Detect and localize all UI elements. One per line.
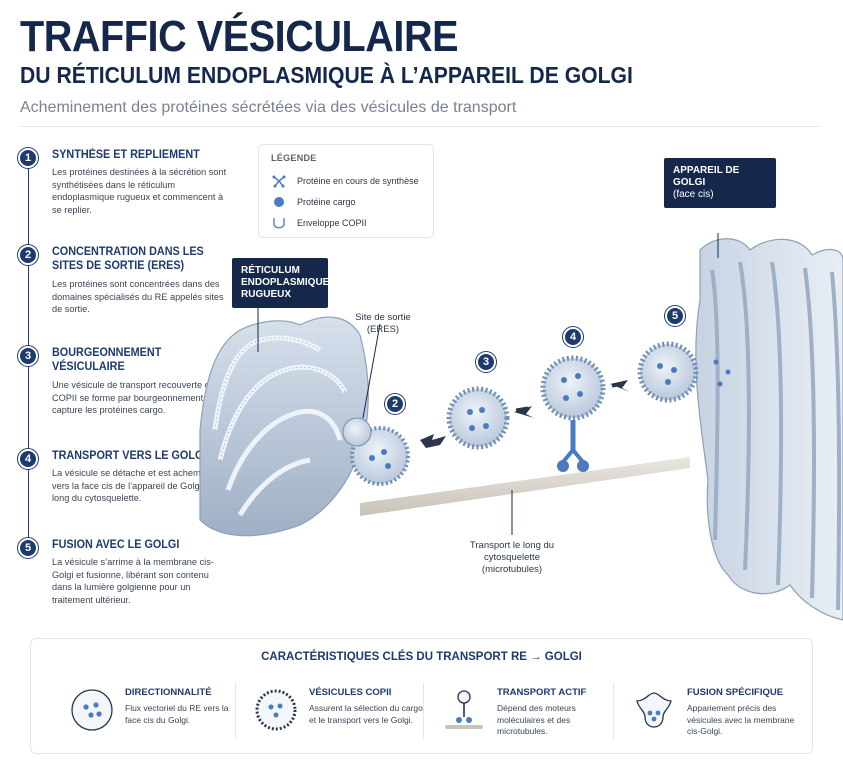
golgi-label: APPAREIL DE GOLGI (face cis) bbox=[664, 158, 776, 208]
step-number: 1 bbox=[18, 148, 38, 168]
legend-item-cargo: Protéine cargo bbox=[271, 194, 356, 210]
feature-desc: Assurent la sélection du cargo et le tra… bbox=[309, 703, 423, 725]
er-label: RÉTICULUM ENDOPLASMIQUE RUGUEUX bbox=[232, 258, 329, 308]
feature-divider bbox=[613, 683, 614, 739]
cargo-protein-icon bbox=[274, 197, 284, 207]
tagline: Acheminement des protéines sécrétées via… bbox=[20, 99, 517, 116]
feature-desc: Appariement précis des vésicules avec la… bbox=[687, 703, 795, 736]
eres-annotation: Site de sortie (ERES) bbox=[355, 312, 411, 335]
step-description: Les protéines sont concentrées dans des … bbox=[52, 279, 224, 314]
motor-protein-icon bbox=[445, 690, 483, 729]
step-title: FUSION AVEC LE GOLGI bbox=[52, 539, 180, 551]
legend: LÉGENDE Protéine en cours de synthèse Pr… bbox=[258, 144, 434, 238]
flow-arrows bbox=[420, 380, 630, 448]
vesicle-transport bbox=[540, 355, 606, 472]
step-description: Les protéines destinées à la sécrétion s… bbox=[52, 167, 227, 215]
key-features-panel: CARACTÉRISTIQUES CLÉS DU TRANSPORT RE → … bbox=[30, 638, 813, 754]
fusion-icon bbox=[636, 692, 672, 728]
feature-copii: VÉSICULES COPII Assurent la sélection du… bbox=[243, 679, 433, 743]
er-golgi-illustration bbox=[199, 233, 843, 621]
feature-specific-fusion: FUSION SPÉCIFIQUE Appariement précis des… bbox=[621, 679, 811, 743]
step-number: 2 bbox=[18, 245, 38, 265]
golgi-label-sub: (face cis) bbox=[673, 189, 714, 200]
step-number: 5 bbox=[18, 538, 38, 558]
step-title: SYNTHÈSE ET REPLIEMENT bbox=[52, 149, 200, 161]
golgi-stack bbox=[695, 238, 843, 621]
diagram-marker-4: 4 bbox=[563, 327, 583, 347]
step-number: 4 bbox=[18, 449, 38, 469]
vesicle-fusing bbox=[637, 341, 731, 403]
step-title: BOURGEONNEMENT VÉSICULAIRE bbox=[52, 347, 162, 373]
er-membrane bbox=[199, 316, 369, 537]
main-title: TRAFFIC VÉSICULAIRE bbox=[20, 12, 459, 61]
copii-vesicle-icon bbox=[255, 689, 297, 731]
step-number: 3 bbox=[18, 346, 38, 366]
main-subtitle: DU RÉTICULUM ENDOPLASMIQUE À L’APPAREIL … bbox=[20, 62, 633, 88]
protein-synthesis-icon bbox=[272, 175, 286, 188]
legend-label: Protéine en cours de synthèse bbox=[297, 176, 419, 186]
feature-divider bbox=[423, 683, 424, 739]
feature-desc: Flux vectoriel du RE vers la face cis du… bbox=[125, 703, 229, 725]
legend-item-synthesis: Protéine en cours de synthèse bbox=[271, 173, 419, 189]
copii-coat-icon bbox=[273, 218, 285, 229]
cytoskeleton-annotation: Transport le long du cytosquelette (micr… bbox=[469, 540, 555, 575]
step-description: Une vésicule de transport recouverte de … bbox=[52, 380, 215, 415]
step-description: La vésicule se détache et est acheminée … bbox=[52, 468, 218, 503]
diagram-marker-2: 2 bbox=[385, 394, 405, 414]
feature-title: DIRECTIONNALITÉ bbox=[125, 687, 212, 698]
feature-title: TRANSPORT ACTIF bbox=[497, 687, 587, 698]
feature-divider bbox=[235, 683, 236, 739]
vesicle-free bbox=[446, 386, 510, 450]
step-title: TRANSPORT VERS LE GOLGI bbox=[52, 450, 207, 462]
direction-icon bbox=[71, 689, 113, 731]
diagram-marker-5: 5 bbox=[665, 306, 685, 326]
legend-title: LÉGENDE bbox=[271, 153, 317, 163]
step-title: CONCENTRATION DANS LES SITES DE SORTIE (… bbox=[52, 246, 204, 272]
step-description: La vésicule s’arrime à la membrane cis-G… bbox=[52, 557, 214, 605]
diagram-marker-3: 3 bbox=[476, 352, 496, 372]
legend-item-copii: Enveloppe COPII bbox=[271, 215, 367, 231]
feature-title: VÉSICULES COPII bbox=[309, 687, 392, 698]
eres-pointer bbox=[362, 323, 381, 419]
header-divider bbox=[20, 126, 820, 127]
feature-desc: Dépend des moteurs moléculaires et des m… bbox=[497, 703, 576, 736]
key-features-title: CARACTÉRISTIQUES CLÉS DU TRANSPORT RE → … bbox=[261, 651, 582, 663]
feature-directionality: DIRECTIONNALITÉ Flux vectoriel du RE ver… bbox=[59, 679, 249, 743]
vesicle-budding bbox=[342, 417, 410, 486]
legend-label: Protéine cargo bbox=[297, 197, 356, 207]
feature-active-transport: TRANSPORT ACTIF Dépend des moteurs moléc… bbox=[431, 679, 621, 743]
feature-title: FUSION SPÉCIFIQUE bbox=[687, 687, 784, 698]
microtubule bbox=[360, 457, 690, 516]
golgi-label-title: APPAREIL DE GOLGI bbox=[673, 165, 740, 188]
legend-label: Enveloppe COPII bbox=[297, 218, 367, 228]
